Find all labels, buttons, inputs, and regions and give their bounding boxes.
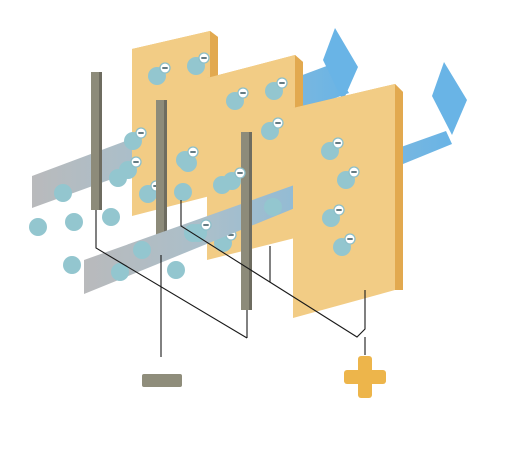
dust-particle (102, 208, 120, 226)
charged-particle (187, 52, 210, 75)
discharge-electrode-3 (241, 132, 252, 310)
discharge-electrode-1 (91, 72, 102, 210)
dust-particle (63, 256, 81, 274)
dust-particle (167, 261, 185, 279)
minus-icon (142, 374, 182, 387)
negative-terminal (142, 374, 182, 387)
wiring (95, 200, 366, 357)
charged-particle (322, 204, 345, 227)
charged-particle (148, 62, 171, 85)
dust-particle (29, 218, 47, 236)
charged-particle (321, 137, 344, 160)
charged-particle (265, 77, 288, 100)
plus-icon (344, 356, 386, 398)
charged-particle (337, 166, 360, 189)
charged-particle (261, 117, 284, 140)
arrow-right-icon (432, 62, 467, 135)
discharge-electrode-2 (156, 100, 167, 255)
dust-particle (264, 198, 282, 216)
collected-particles-plate-3 (321, 137, 360, 256)
dust-particle (111, 263, 129, 281)
dust-particle (133, 241, 151, 259)
charged-particle (333, 233, 356, 256)
collected-particles-plate-1 (119, 52, 210, 203)
dust-particle (109, 169, 127, 187)
collected-particles-plate-2 (214, 77, 288, 252)
charged-particle (124, 127, 147, 150)
arrow-right-icon (323, 28, 358, 101)
charged-particle (119, 156, 142, 179)
charged-particle (223, 167, 246, 190)
dust-particle (54, 184, 72, 202)
dust-particles (29, 146, 282, 281)
wire-positive (180, 200, 366, 338)
wire-negative (95, 210, 248, 339)
dust-particle (174, 183, 192, 201)
positive-terminal (344, 356, 386, 398)
dust-particle (65, 213, 83, 231)
charged-particle (189, 219, 212, 242)
charged-particle (176, 146, 199, 169)
collector-plate-3 (293, 84, 403, 318)
charged-particle (226, 87, 249, 110)
